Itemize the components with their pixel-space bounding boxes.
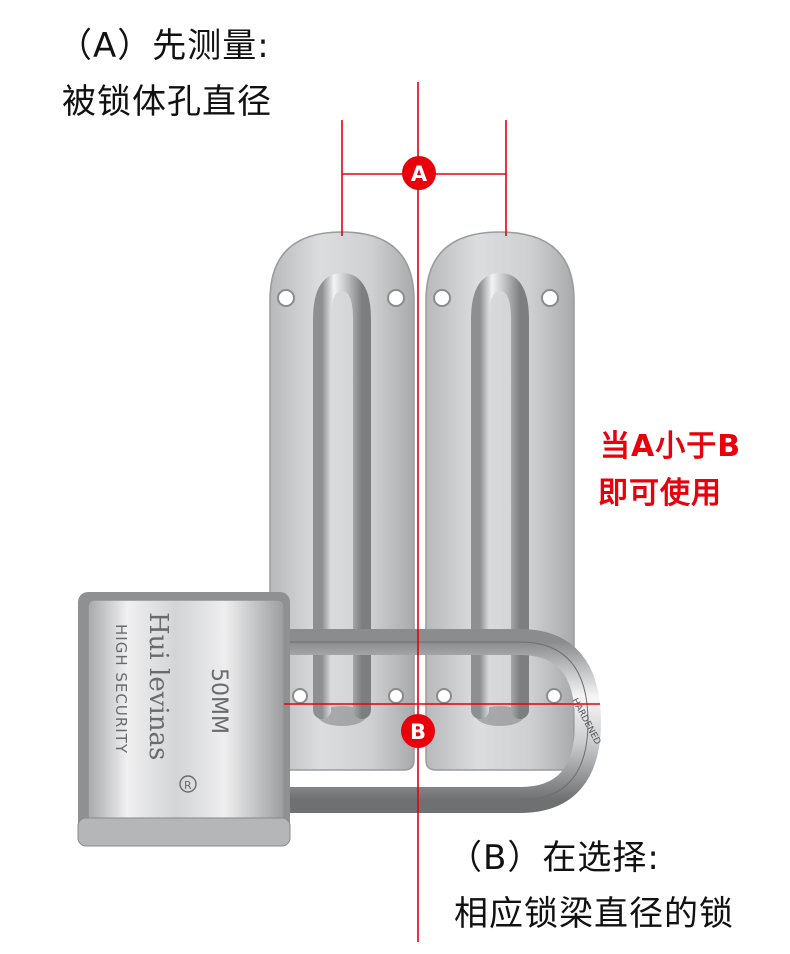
measurement-guides — [284, 82, 600, 942]
registered-mark-letter: R — [184, 779, 192, 792]
step-b-description: 相应锁梁直径的锁 — [454, 894, 734, 934]
marker-b: B — [401, 714, 435, 748]
step-a-title: （A）先测量: — [58, 26, 270, 66]
padlock-tagline: HIGH SECURITY — [112, 624, 130, 754]
padlock-shackle — [270, 629, 602, 813]
padlock-body — [77, 592, 291, 847]
marker-a-badge — [402, 156, 436, 190]
step-a-description: 被锁体孔直径 — [62, 82, 272, 122]
step-b-title: （B）在选择: — [448, 838, 660, 878]
marker-a-label: A — [411, 162, 428, 186]
hasp-plate-right — [425, 231, 575, 771]
registered-mark — [179, 775, 197, 793]
marker-b-badge — [401, 714, 435, 748]
padlock-size: 50MM — [206, 668, 231, 734]
marker-a: A — [402, 156, 436, 190]
padlock-brand: Hui levinas — [143, 612, 173, 760]
hasp-plate-left — [269, 231, 415, 771]
condition-line-1: 当A小于B — [600, 429, 742, 464]
condition-line-2: 即可使用 — [598, 476, 722, 511]
marker-b-label: B — [410, 720, 426, 744]
